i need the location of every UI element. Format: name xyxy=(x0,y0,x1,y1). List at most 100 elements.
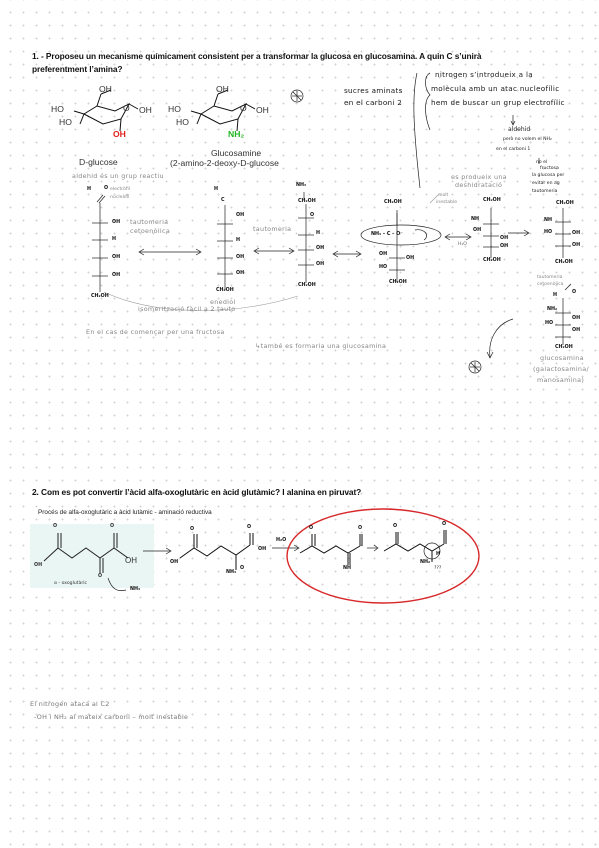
f6-ch-oh: CH₂OH xyxy=(556,201,574,206)
int1-o-1: O xyxy=(190,527,195,532)
int1-o-2: O xyxy=(247,525,252,530)
note-comencar: En el cas de començar per una fructosa xyxy=(86,328,225,336)
equilibrium-arrow-2 xyxy=(253,247,295,255)
f3-ch2oh: CH₂OH xyxy=(298,283,316,288)
note-glucosamina-1: glucosamina xyxy=(540,354,584,362)
f2-oh-4: OH xyxy=(236,271,245,276)
glucosamine-oh-top: OH xyxy=(216,84,229,94)
fischer-glucosamine xyxy=(555,283,572,345)
glucose-ho-left-2: HO xyxy=(59,117,72,127)
glucose-oh-top: OH xyxy=(99,84,112,94)
fischer-enediol xyxy=(217,205,233,290)
int3-nh2: NH₂ xyxy=(420,560,431,565)
glucose-ho-left: HO xyxy=(51,104,64,114)
fischer-intermediate xyxy=(360,210,442,282)
note-aldehid: aldehid xyxy=(508,126,531,133)
f7-nh2: NH₂ xyxy=(547,307,558,312)
int1-oh-1: OH xyxy=(170,560,179,565)
oxoglutaric-highlight xyxy=(30,524,154,588)
f4-nh3-c-o: NH₃ – C – O⁻ xyxy=(371,232,403,237)
glucosamine-ho-left: HO xyxy=(168,104,181,114)
f7-ch2oh: CH₂OH xyxy=(555,345,573,350)
fischer-fructose xyxy=(298,192,314,283)
note-glucosamina-3: manosamina) xyxy=(537,376,585,384)
f2-h: H xyxy=(214,187,219,192)
note-nitrogen-2: molècula amb un atac nucleofílic xyxy=(431,84,560,93)
f1-o: O xyxy=(104,186,109,191)
q2-intermediate-3 xyxy=(383,530,447,562)
glucosamine-ring xyxy=(190,89,256,132)
int1-oh-3: O xyxy=(240,566,245,571)
side-note-5: tautomeria xyxy=(532,189,558,194)
f7-oh-2: OH xyxy=(572,328,581,333)
note-es-produeix-1: es produeix una xyxy=(451,173,507,181)
akg-o-1: O xyxy=(53,524,58,529)
glucosamine-o-ring: O xyxy=(240,103,247,113)
note-sucres-1: sucres aminats xyxy=(344,86,403,95)
note-nitrogen-3: hem de buscar un grup electrofílic xyxy=(431,98,565,107)
fischer-product xyxy=(555,208,571,258)
f6-oh-2: OH xyxy=(572,243,581,248)
note-enediol: enediol xyxy=(210,298,236,306)
alpha-ketoglutarate xyxy=(43,533,129,573)
f4-ho: HO xyxy=(379,265,388,270)
note-pero-2: en el carboni 1 xyxy=(496,147,531,152)
f4-oh-2: OH xyxy=(406,256,415,261)
nh3-reagent: NH₃ xyxy=(130,587,141,592)
f6-oh: OH xyxy=(572,231,581,236)
f1-h-2: H xyxy=(112,237,117,242)
f4-ch2oh-top: CH₂OH xyxy=(384,200,402,205)
glucosamine-ho-left-2: HO xyxy=(176,117,189,127)
glucosamine-label: Glucosamine xyxy=(211,148,262,158)
q2-intermediate-2 xyxy=(299,534,363,565)
question-1-line-1: 1. - Proposeu un mecanisme químicament c… xyxy=(32,51,482,61)
star-circle-icon-2 xyxy=(468,360,482,374)
equilibrium-arrow-1 xyxy=(138,248,202,256)
bottom-note-2: -OH i NH₂ al mateix carboni – molt inest… xyxy=(34,713,189,721)
f7-o: O xyxy=(572,290,577,295)
f3-oh-2: OH xyxy=(316,262,325,267)
f7-oh: OH xyxy=(572,316,581,321)
fischer-imine xyxy=(483,208,499,258)
f5-oh-3: OH xyxy=(500,244,509,249)
f2-taut: tautomeria xyxy=(253,225,292,233)
f1-taut-2: cetoenòlica xyxy=(130,227,171,235)
f2-ch2oh: CH₂OH xyxy=(216,288,234,293)
f4-ch2oh: CH₂OH xyxy=(389,280,407,285)
akg-oh-1: OH xyxy=(34,563,43,568)
f2-oh-3: OH xyxy=(236,255,245,260)
side-note-3: la glucosa per xyxy=(532,173,565,178)
note-tambe: ↳també es formaria una glucosamina xyxy=(255,342,387,350)
f5-oh-2: OH xyxy=(500,236,509,241)
int2-o-2: O xyxy=(358,526,363,531)
question-1-line-2: preferentment l’amina? xyxy=(32,64,123,74)
q2-intermediate-1 xyxy=(179,533,254,570)
f5-ch2oh: CH₂OH xyxy=(483,258,501,263)
note-molt-2: inestable xyxy=(436,200,458,205)
f7-taut-2: cetoenòlica xyxy=(537,282,564,287)
f7-h: H xyxy=(553,293,558,298)
equilibrium-arrow-4 xyxy=(444,233,472,241)
f3-nh3: NH₃ xyxy=(296,183,307,188)
f4-oh-1: OH xyxy=(379,252,388,257)
note-nitrogen-1: nitrogen s’introdueix a la xyxy=(435,70,533,79)
f6-nh: NH xyxy=(544,218,553,223)
note-isomer: isomerització fàcil a 2 tauto xyxy=(138,305,236,313)
int1-nh3: NH₃ xyxy=(226,570,237,575)
f5-oh: OH xyxy=(473,228,482,233)
akg-label: α - oxoglutàric xyxy=(54,581,88,586)
glucose-label: D-glucose xyxy=(79,157,118,167)
note-pero-1: però no volem el NH₂ xyxy=(503,137,552,142)
f1-hc: H xyxy=(87,187,92,192)
f6-ch2oh: CH₂OH xyxy=(555,260,573,265)
f2-c: C xyxy=(221,198,225,203)
f7-ho: HO xyxy=(545,321,554,326)
f1-ch2oh: CH₂OH xyxy=(91,294,109,299)
int3-o-1: O xyxy=(393,524,398,529)
f5-ch2oh-top: CH₂OH xyxy=(483,198,501,203)
f3-h: H xyxy=(316,231,321,236)
f1-oh-1: OH xyxy=(112,220,121,225)
glucosamine-oh-right: OH xyxy=(256,105,269,115)
note-sucres-2: en el carboni 2 xyxy=(344,98,403,107)
